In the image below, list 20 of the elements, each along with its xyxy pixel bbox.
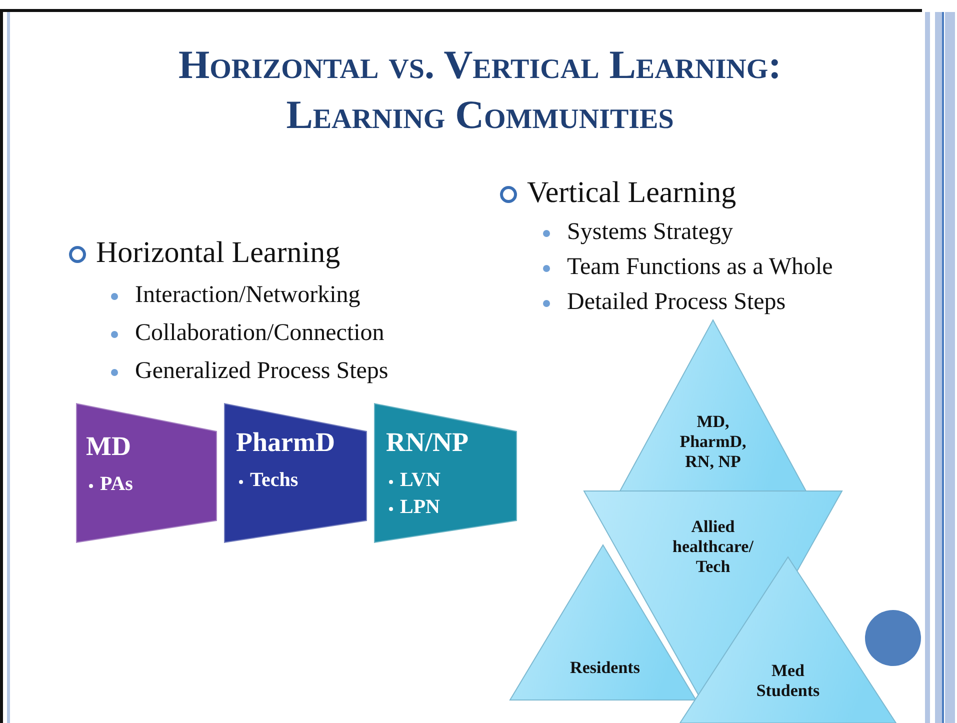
- box-item: LPN: [400, 495, 440, 520]
- triangle-label: Med Students: [755, 661, 821, 701]
- bullet-text: Team Functions as a Whole: [567, 254, 833, 281]
- box-heading: MD: [86, 431, 131, 462]
- bullet-heading: Vertical Learning: [527, 176, 736, 210]
- box-item: PAs: [100, 472, 133, 497]
- bullet-text: Interaction/Networking: [135, 282, 360, 309]
- triangle-label: Residents: [569, 658, 641, 678]
- triangle-label: Allied healthcare/ Tech: [672, 517, 754, 577]
- bullet-text: Collaboration/Connection: [135, 320, 384, 347]
- triangle-label: MD, PharmD, RN, NP: [678, 412, 748, 472]
- bullet-text: Systems Strategy: [567, 219, 733, 246]
- bullet-heading: Horizontal Learning: [96, 236, 340, 270]
- bullet-text: Generalized Process Steps: [135, 358, 388, 385]
- box-heading: RN/NP: [386, 427, 468, 458]
- box-item: Techs: [250, 468, 298, 493]
- slide-title: Horizontal vs. Vertical Learning: Learning Communities: [178, 41, 782, 139]
- bullet-text: Detailed Process Steps: [567, 289, 786, 316]
- box-heading: PharmD: [236, 427, 335, 458]
- box-item: LVN: [400, 468, 440, 493]
